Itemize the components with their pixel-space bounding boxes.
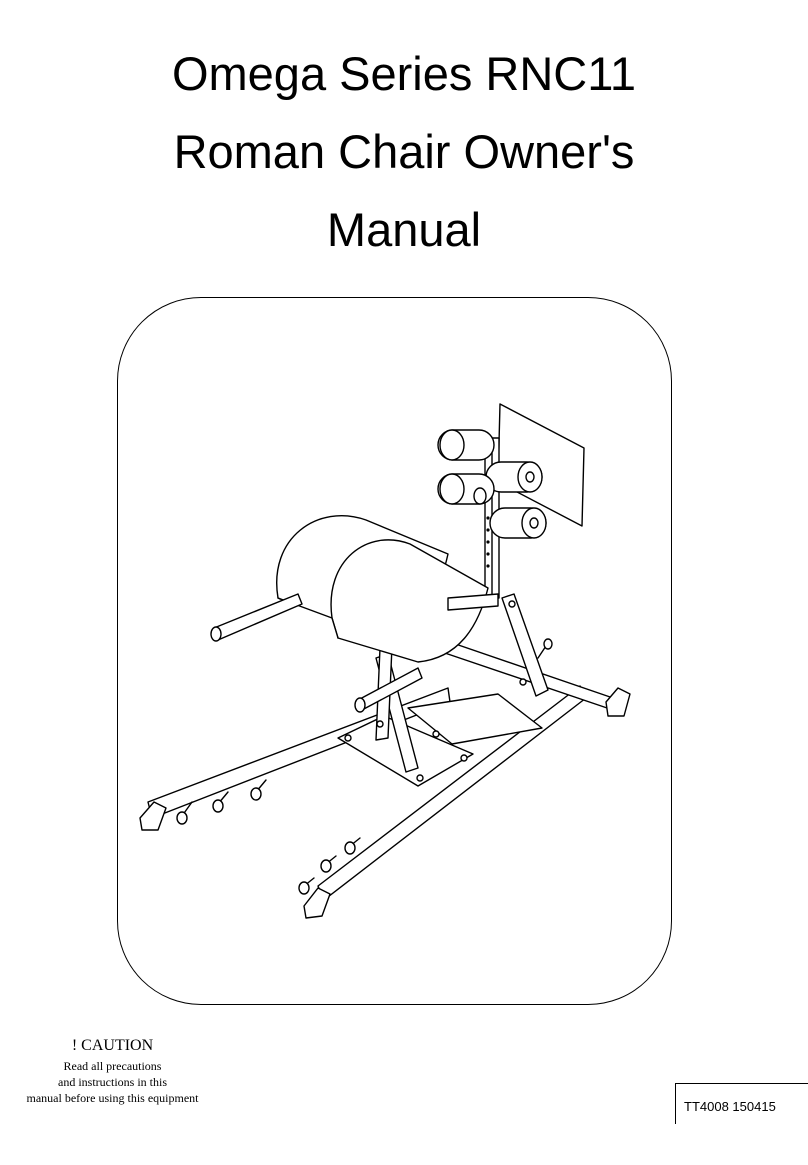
title-line-1: Omega Series RNC11: [171, 47, 637, 100]
rear-strut: [501, 593, 549, 697]
seat-pad-front: [330, 539, 489, 663]
foot-front: [303, 887, 331, 919]
caution-notice: ! CAUTION Read all precautions and instr…: [0, 1036, 225, 1106]
document-code: TT4008 150415: [684, 1099, 776, 1114]
document-code-box: TT4008 150415: [675, 1083, 808, 1124]
illustration-frame: [117, 297, 672, 1005]
weight-pegs: [176, 638, 553, 895]
roman-chair-illustration: [139, 403, 631, 919]
foot-right: [605, 687, 631, 717]
title-line-2: Roman Chair Owner's: [173, 125, 635, 178]
foot-left: [139, 801, 167, 831]
caution-line-1: Read all precautions: [63, 1059, 162, 1073]
caution-heading: ! CAUTION: [71, 1037, 154, 1054]
caution-line-2: and instructions in this: [58, 1075, 167, 1089]
document-title: Omega Series RNC11 Roman Chair Owner's M…: [0, 35, 808, 269]
caution-line-3: manual before using this equipment: [26, 1091, 199, 1105]
bolts: [344, 600, 527, 782]
left-handle: [213, 593, 303, 641]
title-line-3: Manual: [326, 203, 482, 256]
